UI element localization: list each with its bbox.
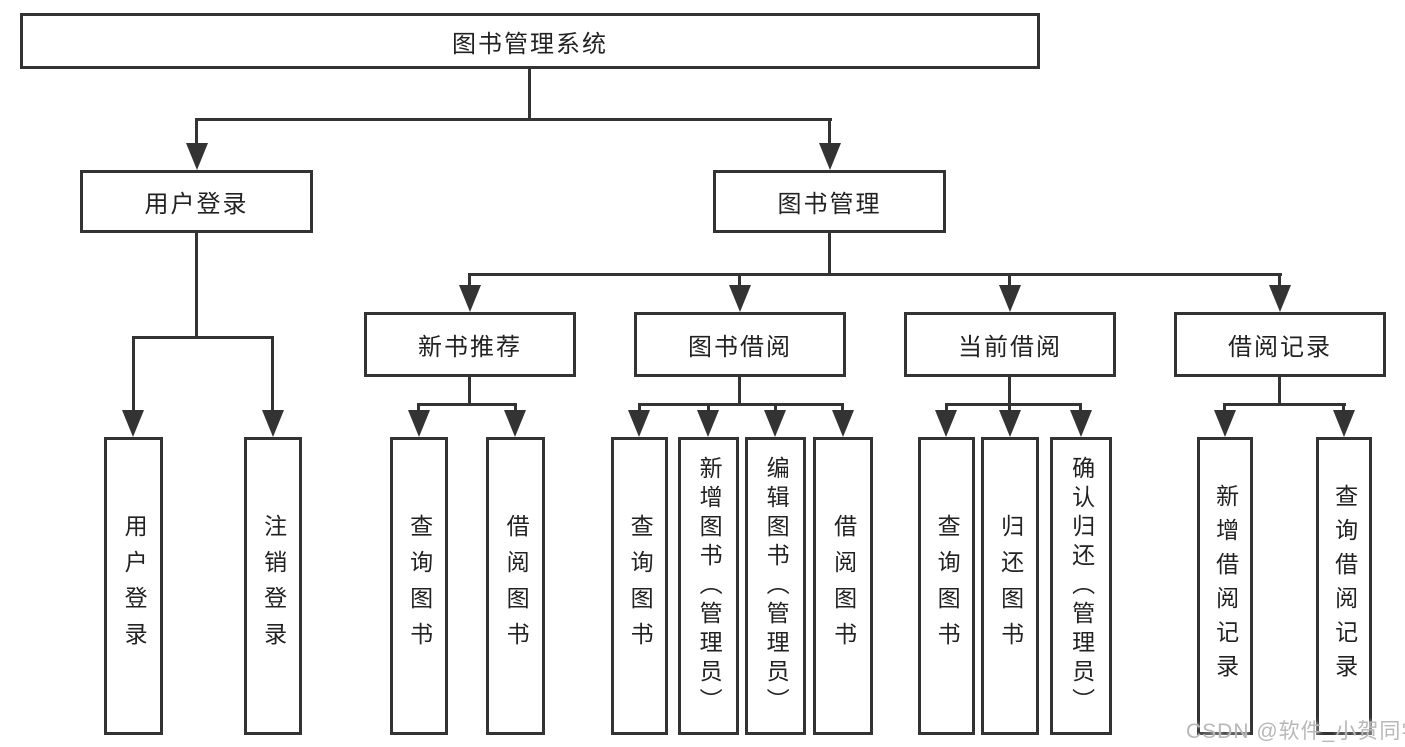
leaf-recommend-borrow-books: 借阅图书	[486, 437, 545, 735]
connector-stem	[1079, 403, 1082, 415]
connector-current-branch	[945, 403, 1082, 406]
connector-stem	[417, 403, 420, 415]
arrow-down-icon	[459, 285, 481, 312]
leaf-label: 编辑图书（管理员）	[763, 455, 790, 717]
arrow-down-icon	[819, 143, 841, 170]
connector-stem-leaf-user-login	[132, 336, 135, 414]
connector-stem	[638, 403, 641, 415]
node-label: 借阅记录	[1228, 334, 1332, 361]
node-new-book-recommend: 新书推荐	[364, 312, 576, 377]
leaf-label: 借阅图书	[503, 514, 530, 658]
arrow-down-icon	[935, 410, 957, 437]
leaf-label: 借阅图书	[830, 514, 857, 658]
connector-recommend-trunk	[468, 377, 471, 406]
node-current-borrow: 当前借阅	[904, 312, 1116, 377]
connector-recommend-branch	[417, 403, 517, 406]
connector-stem	[774, 403, 777, 415]
leaf-records-query-record: 查询借阅记录	[1316, 437, 1372, 735]
leaf-label: 查询借阅记录	[1331, 484, 1358, 688]
node-book-management: 图书管理	[713, 170, 946, 233]
node-borrow-records: 借阅记录	[1174, 312, 1386, 377]
arrow-down-icon	[1070, 410, 1092, 437]
leaf-label: 新增借阅记录	[1212, 484, 1239, 688]
arrow-down-icon	[408, 410, 430, 437]
leaf-current-return-books: 归还图书	[981, 437, 1039, 735]
leaf-label: 确认归还（管理员）	[1068, 455, 1095, 717]
node-label: 用户登录	[144, 191, 249, 218]
leaf-label: 查询图书	[406, 514, 433, 658]
leaf-label: 新增图书（管理员）	[696, 455, 723, 717]
node-book-borrow: 图书借阅	[634, 312, 846, 377]
connector-stem-user-login	[195, 118, 198, 148]
connector-stem	[1223, 403, 1226, 415]
leaf-borrow-edit-books-admin: 编辑图书（管理员）	[745, 437, 806, 735]
arrow-down-icon	[1214, 410, 1236, 437]
connector-level2-branch	[195, 118, 832, 121]
connector-stem-borrow-records	[1278, 273, 1281, 289]
arrow-down-icon	[697, 410, 719, 437]
leaf-label: 归还图书	[997, 514, 1024, 658]
connector-current-trunk	[1008, 377, 1011, 406]
connector-user-login-trunk	[195, 233, 198, 339]
connector-level3-branch	[469, 273, 1282, 276]
arrow-down-icon	[186, 143, 208, 170]
node-label: 图书管理	[777, 191, 882, 218]
connector-stem	[1008, 403, 1011, 415]
arrow-down-icon	[1333, 410, 1355, 437]
node-user-login: 用户登录	[80, 170, 313, 233]
arrow-down-icon	[764, 410, 786, 437]
connector-book-management-trunk	[828, 233, 831, 276]
arrow-down-icon	[999, 285, 1021, 312]
connector-records-trunk	[1278, 377, 1281, 406]
connector-stem-new-book-recommend	[468, 273, 471, 289]
connector-stem-leaf-logout	[271, 336, 274, 414]
node-label: 新书推荐	[418, 334, 522, 361]
leaf-borrow-add-books-admin: 新增图书（管理员）	[678, 437, 739, 735]
watermark: CSDN @软件_小贺同学	[1186, 720, 1405, 743]
leaf-records-add-record: 新增借阅记录	[1197, 437, 1253, 735]
leaf-current-query-books: 查询图书	[918, 437, 975, 735]
arrow-down-icon	[262, 410, 284, 437]
leaf-logout: 注销登录	[244, 437, 302, 735]
connector-stem	[841, 403, 844, 415]
leaf-label: 查询图书	[934, 514, 961, 658]
leaf-current-confirm-return-admin: 确认归还（管理员）	[1050, 437, 1112, 735]
leaf-user-login: 用户登录	[104, 437, 163, 735]
arrow-down-icon	[628, 410, 650, 437]
arrow-down-icon	[832, 410, 854, 437]
connector-borrow-branch	[638, 403, 844, 406]
connector-records-branch	[1223, 403, 1346, 406]
connector-stem	[1342, 403, 1345, 415]
node-label: 当前借阅	[958, 334, 1062, 361]
connector-stem	[945, 403, 948, 415]
leaf-label: 用户登录	[121, 514, 148, 658]
leaf-label: 注销登录	[260, 514, 287, 658]
leaf-label: 查询图书	[627, 514, 654, 658]
arrow-down-icon	[999, 410, 1021, 437]
leaf-borrow-query-books: 查询图书	[611, 437, 668, 735]
arrow-down-icon	[1269, 285, 1291, 312]
leaf-borrow-borrow-books: 借阅图书	[813, 437, 873, 735]
node-label: 图书借阅	[688, 334, 792, 361]
arrow-down-icon	[729, 285, 751, 312]
connector-borrow-trunk	[738, 377, 741, 406]
connector-stem-book-management	[828, 118, 831, 148]
arrow-down-icon	[504, 410, 526, 437]
node-library-management-system: 图书管理系统	[20, 13, 1040, 69]
connector-stem	[514, 403, 517, 415]
connector-user-login-branch	[132, 336, 274, 339]
node-label: 图书管理系统	[452, 30, 608, 58]
connector-stem-current-borrow	[1008, 273, 1011, 289]
arrow-down-icon	[122, 410, 144, 437]
connector-stem-book-borrow	[738, 273, 741, 289]
leaf-recommend-query-books: 查询图书	[390, 437, 448, 735]
connector-root-trunk	[528, 69, 531, 121]
connector-stem	[707, 403, 710, 415]
